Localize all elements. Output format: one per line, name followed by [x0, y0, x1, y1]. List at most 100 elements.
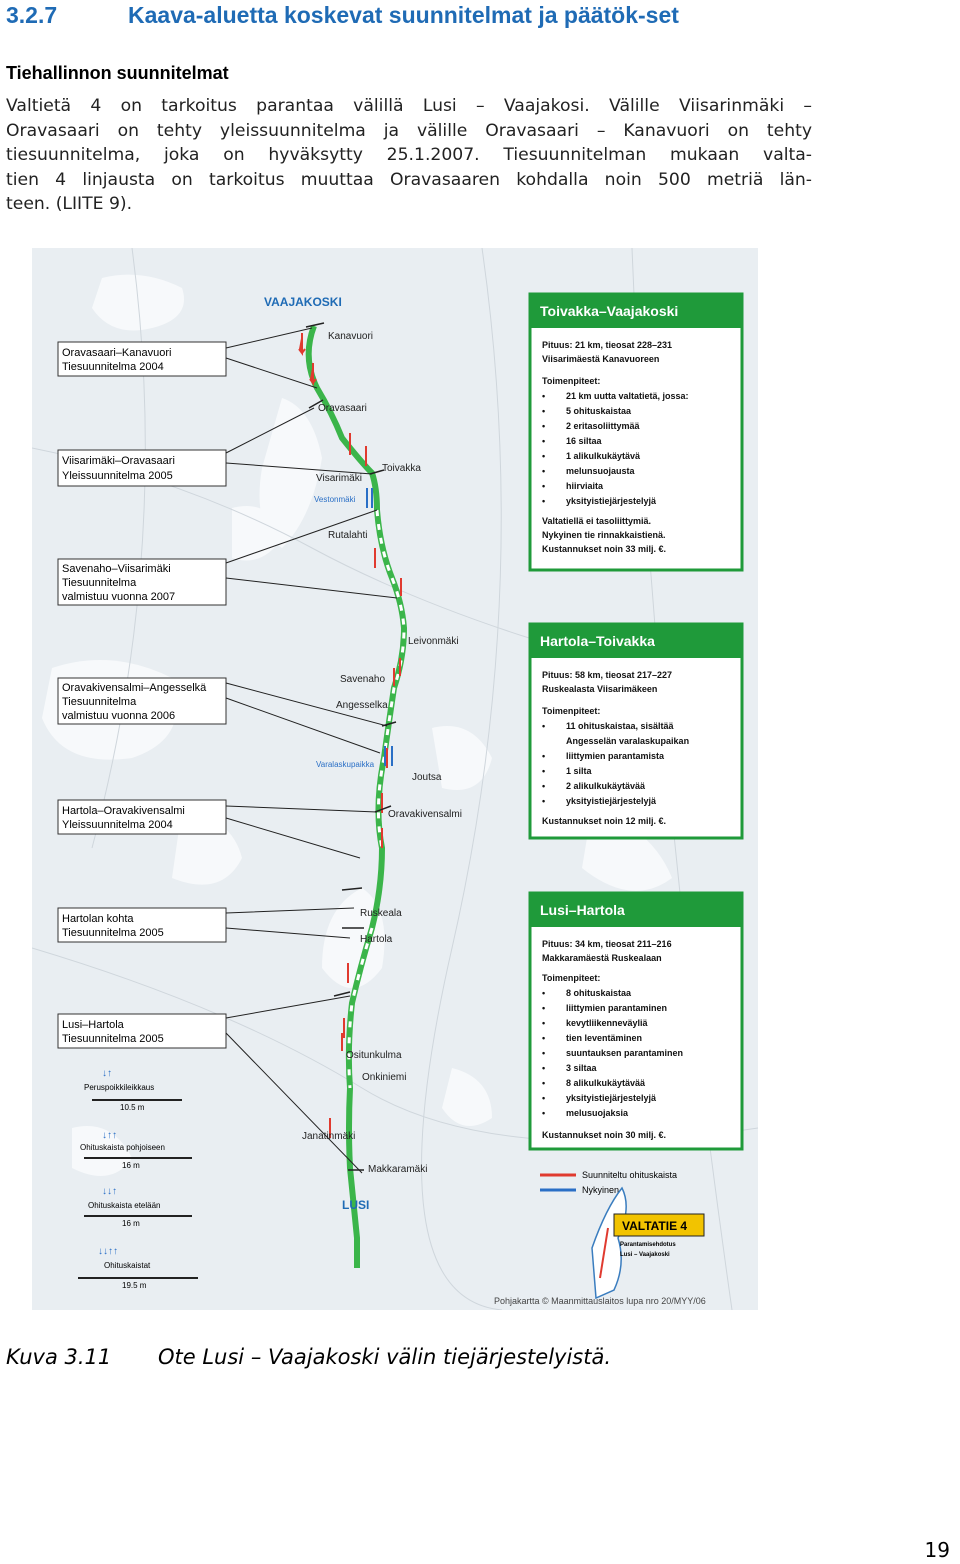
left-plan-labels: Oravasaari–Kanavuori Tiesuunnitelma 2004…: [57, 327, 398, 1174]
place-toivakka: Toivakka: [382, 463, 421, 474]
place-visarimaki: Visarimäki: [316, 473, 362, 484]
arrows-icon: ↓↑: [102, 1068, 112, 1079]
cross-section-width: 19.5 m: [122, 1281, 147, 1290]
box-bullet: Angesselän varalaskupaikan: [566, 736, 689, 746]
badge-title: VALTATIE 4: [622, 1219, 687, 1233]
box-bullet: yksityistiejärjestelyjä: [566, 496, 657, 506]
plan-label-line: Tiesuunnitelma 2004: [62, 361, 164, 373]
plan-label: Savenaho–Viisarimäki Tiesuunnitelma valm…: [57, 509, 398, 606]
bullet-icon: •: [542, 1033, 545, 1043]
box-bullet: 3 siltaa: [566, 1063, 598, 1073]
box-line: Pituus: 58 km, tieosat 217–227: [542, 670, 672, 680]
plan-label-line: Tiesuunnitelma 2005: [62, 1033, 164, 1045]
caption-text: Ote Lusi – Vaajakoski välin tiejärjestel…: [158, 1345, 612, 1369]
box-bullet: melusuojaksia: [566, 1108, 629, 1118]
info-box-lusi-hartola: Lusi–Hartola Pituus: 34 km, tieosat 211–…: [528, 891, 744, 1151]
cross-section: ↓↑↑ Ohituskaista pohjoiseen 16 m: [80, 1130, 192, 1170]
legend-planned: Suunniteltu ohituskaista: [582, 1170, 677, 1180]
box-footer: Valtatiellä ei tasoliittymiä.: [542, 516, 651, 526]
bullet-icon: •: [542, 436, 545, 446]
cross-section-label: Peruspoikkileikkaus: [84, 1083, 154, 1092]
box-bullet: kevytliikenneväyliä: [566, 1018, 649, 1028]
place-joutsa: Joutsa: [412, 772, 442, 783]
place-angesselka: Angesselka: [336, 700, 388, 711]
bullet-icon: •: [542, 421, 545, 431]
box-bullet: yksityistiejärjestelyjä: [566, 796, 657, 806]
place-rutalahti: Rutalahti: [328, 530, 367, 541]
bullet-icon: •: [542, 466, 545, 476]
paragraph-line: Oravasaari on tehty yleissuunnitelma ja …: [6, 120, 812, 141]
place-vaajakoski: VAAJAKOSKI: [264, 295, 342, 309]
info-box-toivakka-vaajakoski: Toivakka–Vaajakoski Pituus: 21 km, tieos…: [528, 292, 744, 572]
arrows-icon: ↓↓↑↑: [98, 1246, 118, 1257]
badge-line1: Parantamisehdotus: [620, 1242, 676, 1248]
box-title: Hartola–Toivakka: [540, 633, 655, 649]
bullet-icon: •: [542, 1078, 545, 1088]
plan-label-line: Viisarimäki–Oravasaari: [62, 455, 175, 467]
bullet-icon: •: [542, 1108, 545, 1118]
paragraph-line: tiesuunnitelma, joka on hyväksytty 25.1.…: [6, 145, 812, 165]
place-onkiniemi: Onkiniemi: [362, 1072, 406, 1083]
place-kanavuori: Kanavuori: [328, 331, 373, 342]
plan-label-line: Yleissuunnitelma 2005: [62, 470, 173, 482]
cross-section: ↓↓↑↑ Ohituskaistat 19.5 m: [78, 1246, 198, 1290]
map-credit: Pohjakartta © Maanmittauslaitos lupa nro…: [494, 1296, 706, 1306]
place-hartola: Hartola: [360, 934, 393, 945]
bullet-icon: •: [542, 1003, 545, 1013]
box-bullet: liittymien parantamista: [566, 751, 665, 761]
plan-label-line: Tiesuunnitelma: [62, 696, 137, 708]
bullet-icon: •: [542, 751, 545, 761]
plan-label: Hartola–Oravakivensalmi Yleissuunnitelma…: [57, 799, 378, 859]
box-title: Lusi–Hartola: [540, 902, 625, 918]
plan-label: Oravakivensalmi–Angesselkä Tiesuunnitelm…: [57, 677, 388, 754]
cross-section-width: 10.5 m: [120, 1103, 145, 1112]
box-bullet: 8 ohituskaistaa: [566, 988, 632, 998]
paragraph-line: teen. (LIITE 9).: [6, 194, 133, 214]
cross-section-width: 16 m: [122, 1219, 140, 1228]
plan-label-line: Oravasaari–Kanavuori: [62, 347, 171, 359]
place-ositunkulma: Ositunkulma: [346, 1050, 402, 1061]
section-number: 3.2.7: [6, 2, 58, 28]
box-line: Pituus: 21 km, tieosat 228–231: [542, 340, 672, 350]
plan-label-line: valmistuu vuonna 2007: [62, 591, 175, 603]
box-bullet: suuntauksen parantaminen: [566, 1048, 683, 1058]
plan-label: Viisarimäki–Oravasaari Yleissuunnitelma …: [57, 407, 373, 487]
place-makkaramaki: Makkaramäki: [368, 1164, 427, 1175]
box-bullet: 8 alikulkukäytävää: [566, 1078, 646, 1088]
bullet-icon: •: [542, 1093, 545, 1103]
bullet-icon: •: [542, 391, 545, 401]
box-footer: Kustannukset noin 33 milj. €.: [542, 544, 666, 554]
box-bullet: melunsuojausta: [566, 466, 636, 476]
body-paragraph: Valtietä 4 on tarkoitus parantaa välillä…: [6, 94, 812, 217]
plan-label-line: Savenaho–Viisarimäki: [62, 563, 171, 575]
cross-section-width: 16 m: [122, 1161, 140, 1170]
place-oravasaari: Oravasaari: [318, 403, 367, 414]
plan-label: Lusi–Hartola Tiesuunnitelma 2005: [57, 995, 363, 1174]
place-janatinmaki: Janatinmäki: [302, 1131, 355, 1142]
plan-label-line: valmistuu vuonna 2006: [62, 710, 175, 722]
bullet-icon: •: [542, 406, 545, 416]
cross-section-label: Ohituskaista etelään: [88, 1201, 161, 1210]
place-lusi: LUSI: [342, 1198, 369, 1212]
box-bullet: 5 ohituskaistaa: [566, 406, 632, 416]
box-bullet: 1 alikulkukäytävä: [566, 451, 641, 461]
place-leivonmaki: Leivonmäki: [408, 636, 459, 647]
bullet-icon: •: [542, 781, 545, 791]
box-bullet: tien leventäminen: [566, 1033, 642, 1043]
bullet-icon: •: [542, 451, 545, 461]
plan-label-line: Yleissuunnitelma 2004: [62, 819, 173, 831]
bullet-icon: •: [542, 1048, 545, 1058]
place-labels: VAAJAKOSKI Kanavuori Oravasaari Visarimä…: [264, 295, 462, 1212]
box-line: Ruskealasta Viisarimäkeen: [542, 684, 657, 694]
bullet-icon: •: [542, 988, 545, 998]
box-bullet: yksityistiejärjestelyjä: [566, 1093, 657, 1103]
plan-label: Oravasaari–Kanavuori Tiesuunnitelma 2004: [57, 327, 318, 389]
bullet-icon: •: [542, 766, 545, 776]
place-varalaskupaikka: Varalaskupaikka: [316, 760, 375, 769]
box-bullet: 11 ohituskaistaa, sisältää: [566, 721, 675, 731]
plan-label: Hartolan kohta Tiesuunnitelma 2005: [57, 907, 355, 943]
box-title: Toivakka–Vaajakoski: [540, 303, 678, 319]
bullet-icon: •: [542, 481, 545, 491]
place-ruskeala: Ruskeala: [360, 908, 402, 919]
box-line: Viisarimäestä Kanavuoreen: [542, 354, 659, 364]
